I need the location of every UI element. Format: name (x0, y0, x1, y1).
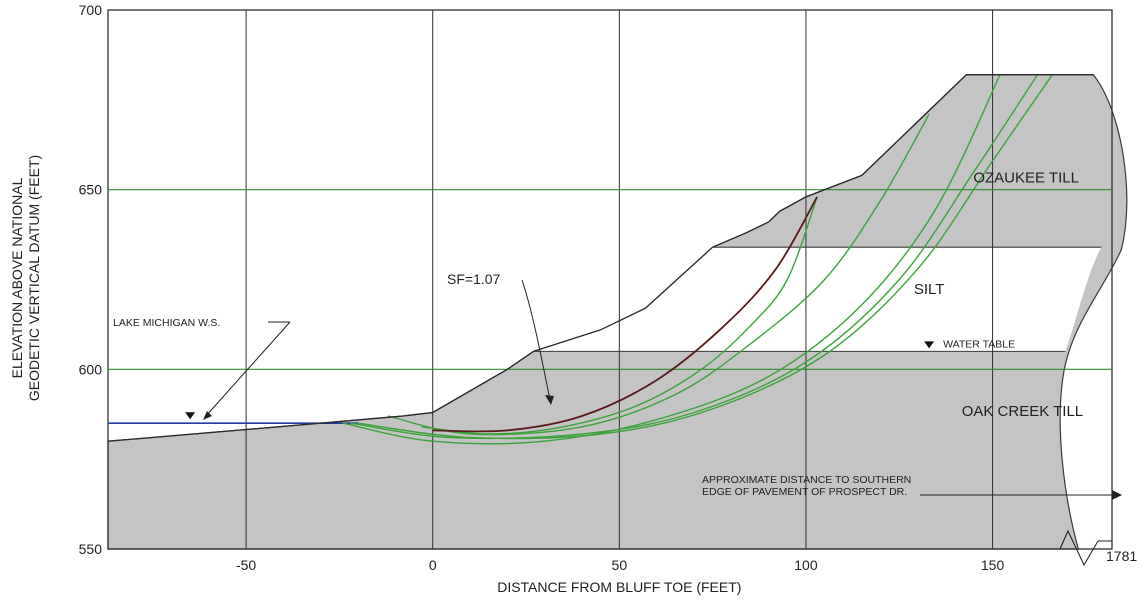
lake-label: LAKE MICHIGAN W.S. (113, 317, 220, 329)
x-axis-title: DISTANCE FROM BLUFF TOE (FEET) (497, 579, 741, 595)
labels: OZAUKEE TILL SILT OAK CREEK TILL WATER TABL… (113, 169, 1137, 567)
layer-label: SILT (914, 281, 945, 298)
ground-surface-line (107, 74, 1094, 442)
axis-break-icon (1059, 529, 1099, 567)
x-tick-label: 0 (429, 557, 437, 573)
x-tick-label: 150 (981, 557, 1005, 573)
y-tick-label: 550 (79, 541, 103, 557)
y-tick-label: 650 (79, 182, 103, 198)
x-tick-label: -50 (236, 557, 256, 573)
x-tick-label: 100 (794, 557, 818, 573)
distance-value: 1781 (1106, 548, 1137, 564)
soil-fill (107, 74, 1128, 550)
failure-surfaces (342, 74, 1053, 445)
y-axis-title-line2: GEODETIC VERTICAL DATUM (FEET) (26, 155, 42, 401)
grid (107, 9, 1113, 550)
y-tick-label: 600 (79, 361, 103, 377)
x-tick-label: 50 (612, 557, 628, 573)
water-table-label: WATER TABLE (943, 338, 1015, 350)
sf-arrowhead (545, 395, 554, 405)
y-axis-title-line1: ELEVATION ABOVE NATIONAL (9, 177, 25, 378)
lake-arrowhead (203, 411, 212, 420)
prospect-label-2: EDGE OF PAVEMENT OF PROSPECT DR. (702, 486, 907, 498)
profile-outline (107, 74, 1094, 442)
sf-label: SF=1.07 (447, 271, 501, 287)
lake-arrow (204, 321, 291, 418)
y-tick-label: 700 (79, 2, 103, 18)
critical-failure-surface (432, 196, 818, 433)
lake-level-marker (185, 412, 196, 420)
water-table-marker (924, 341, 935, 349)
layer-label: OZAUKEE TILL (973, 169, 1079, 186)
failure-surface (342, 74, 1001, 445)
failure-surface (387, 113, 930, 436)
failure-surface (358, 74, 1053, 440)
plot-frame (107, 9, 1113, 550)
layer-label: OAK CREEK TILL (962, 403, 1083, 420)
prospect-arrowhead (1112, 490, 1122, 500)
prospect-label-1: APPROXIMATE DISTANCE TO SOUTHERN (702, 474, 911, 486)
sf-arrow (521, 279, 551, 401)
silt-band (533, 247, 1102, 352)
